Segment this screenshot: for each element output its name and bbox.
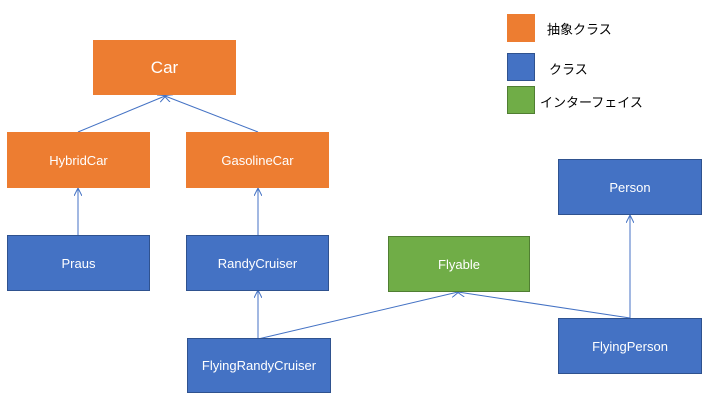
hybridcar-abstract-class: HybridCar — [7, 132, 150, 188]
edge-flyingperson-to-flyable — [458, 292, 631, 319]
person-class: Person — [558, 159, 702, 215]
legend-abstract-class-label: 抽象クラス — [547, 23, 612, 38]
car-abstract-class: Car — [93, 40, 236, 95]
legend-class-swatch — [507, 53, 535, 81]
gasolinecar-abstract-class: GasolineCar — [186, 132, 329, 188]
flyable-interface: Flyable — [388, 236, 530, 292]
flyable-label: Flyable — [438, 256, 480, 272]
flyingrandycruiser-label: FlyingRandyCruiser — [201, 358, 317, 373]
edge-flyingrandycruiser-to-flyable — [257, 292, 458, 340]
edge-gasolinecar-to-car — [165, 96, 259, 133]
person-label: Person — [609, 179, 651, 195]
car-label: Car — [150, 57, 179, 77]
praus-class: Praus — [7, 235, 150, 291]
edge-hybridcar-to-car — [77, 96, 165, 133]
hybridcar-label: HybridCar — [49, 152, 108, 168]
gasolinecar-label: GasolineCar — [221, 152, 294, 168]
flyingperson-class: FlyingPerson — [558, 318, 702, 374]
praus-label: Praus — [61, 255, 96, 271]
legend-interface-swatch — [507, 86, 535, 114]
legend-class-label: クラス — [549, 63, 588, 78]
flyingperson-label: FlyingPerson — [592, 338, 668, 354]
randycruiser-label: RandyCruiser — [217, 255, 298, 271]
flyingrandycruiser-class: FlyingRandyCruiser — [187, 338, 331, 393]
randycruiser-class: RandyCruiser — [186, 235, 329, 291]
legend-abstract-class-swatch — [507, 14, 535, 42]
legend-interface-label: インターフェイス — [540, 96, 643, 111]
